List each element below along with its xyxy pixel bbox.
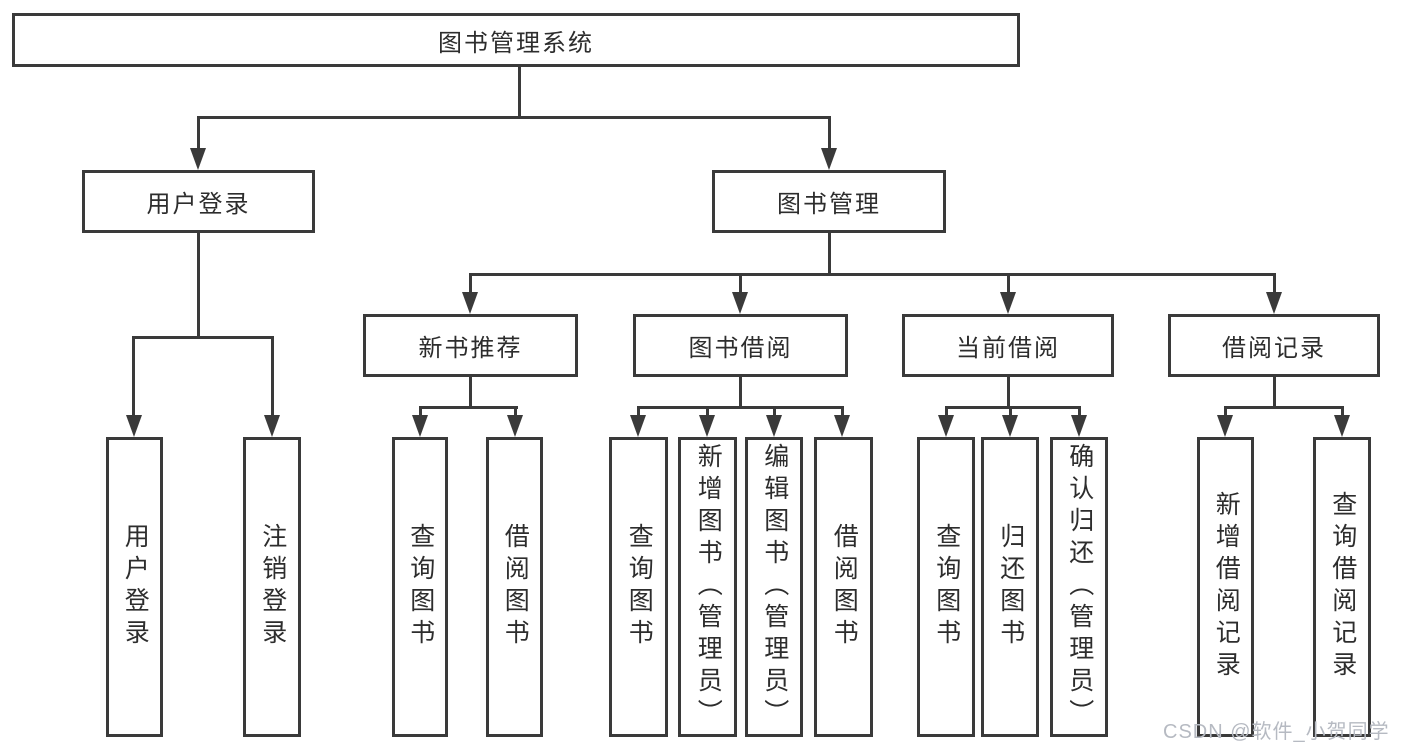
arrowhead-to-current-borrowing [1000, 292, 1016, 314]
connector-arrow-stem [514, 406, 517, 417]
connector-cur-borrow-rail [945, 406, 1081, 409]
arrowhead-to-bb-add-books [699, 415, 715, 437]
arrowhead-to-cb-return-books [1002, 415, 1018, 437]
leaf-bb-query-books: 查询图书 [609, 437, 668, 737]
arrowhead-to-cb-query-books [938, 415, 954, 437]
connector-book-borrow-stem [739, 377, 742, 409]
leaf-logout: 注销登录 [243, 437, 301, 737]
leaf-user-login: 用户登录 [106, 437, 163, 737]
node-book-borrowing: 图书借阅 [633, 314, 848, 377]
connector-level2-rail [197, 116, 831, 119]
node-user-login-branch: 用户登录 [82, 170, 315, 233]
node-root-library-management-system: 图书管理系统 [12, 13, 1020, 67]
connector-arrow-stem [271, 336, 274, 417]
leaf-cb-confirm-return-admin: 确认归还（管理员） [1050, 437, 1108, 737]
connector-arrow-stem [945, 406, 948, 417]
arrowhead-to-borrowing-records [1266, 292, 1282, 314]
connector-arrow-stem [419, 406, 422, 417]
csdn-watermark: CSDN @软件_小贺同学 [1163, 721, 1390, 743]
node-current-borrowing: 当前借阅 [902, 314, 1114, 377]
node-book-management: 图书管理 [712, 170, 946, 233]
arrowhead-to-bb-query-books [630, 415, 646, 437]
arrowhead-to-nbr-query-books [412, 415, 428, 437]
connector-arrow-stem [1341, 406, 1344, 417]
connector-arrow-stem [1009, 406, 1012, 417]
arrowhead-to-new-book-recommend [462, 292, 478, 314]
connector-records-stem [1273, 377, 1276, 409]
arrowhead-to-book-borrowing [732, 292, 748, 314]
connector-arrow-stem [197, 116, 200, 152]
leaf-br-query-record: 查询借阅记录 [1313, 437, 1371, 737]
node-new-book-recommend: 新书推荐 [363, 314, 578, 377]
arrowhead-to-leaf-logout [264, 415, 280, 437]
connector-arrow-stem [841, 406, 844, 417]
leaf-cb-query-books: 查询图书 [917, 437, 975, 737]
node-borrowing-records: 借阅记录 [1168, 314, 1380, 377]
arrowhead-to-cb-confirm-return [1071, 415, 1087, 437]
arrowhead-to-bb-borrow-books [834, 415, 850, 437]
arrowhead-to-book-management [821, 148, 837, 170]
leaf-br-add-record: 新增借阅记录 [1197, 437, 1254, 737]
connector-arrow-stem [1007, 273, 1010, 294]
connector-new-rec-stem [469, 377, 472, 409]
connector-cur-borrow-stem [1007, 377, 1010, 409]
leaf-bb-add-books-admin: 新增图书（管理员） [678, 437, 737, 737]
connector-new-rec-rail [419, 406, 518, 409]
leaf-nbr-borrow-books: 借阅图书 [486, 437, 543, 737]
arrowhead-to-nbr-borrow-books [507, 415, 523, 437]
connector-arrow-stem [469, 273, 472, 294]
leaf-bb-borrow-books: 借阅图书 [814, 437, 873, 737]
connector-user-login-rail [133, 336, 274, 339]
connector-arrow-stem [1224, 406, 1227, 417]
connector-arrow-stem [132, 336, 135, 417]
arrowhead-to-br-query-record [1334, 415, 1350, 437]
connector-book-borrow-rail [637, 406, 843, 409]
connector-arrow-stem [706, 406, 709, 417]
connector-arrow-stem [1078, 406, 1081, 417]
connector-records-rail [1224, 406, 1343, 409]
connector-user-login-stem [197, 233, 200, 339]
arrowhead-to-leaf-user-login [126, 415, 142, 437]
connector-arrow-stem [773, 406, 776, 417]
connector-arrow-stem [637, 406, 640, 417]
connector-root-stem [518, 67, 521, 119]
leaf-bb-edit-books-admin: 编辑图书（管理员） [745, 437, 803, 737]
arrowhead-to-bb-edit-books [766, 415, 782, 437]
leaf-cb-return-books: 归还图书 [981, 437, 1039, 737]
connector-arrow-stem [739, 273, 742, 294]
connector-book-mgmt-stem [828, 233, 831, 276]
arrowhead-to-br-add-record [1217, 415, 1233, 437]
connector-level3-rail [469, 273, 1276, 276]
arrowhead-to-user-login [190, 148, 206, 170]
connector-arrow-stem [1273, 273, 1276, 294]
leaf-nbr-query-books: 查询图书 [392, 437, 448, 737]
connector-arrow-stem [828, 116, 831, 152]
